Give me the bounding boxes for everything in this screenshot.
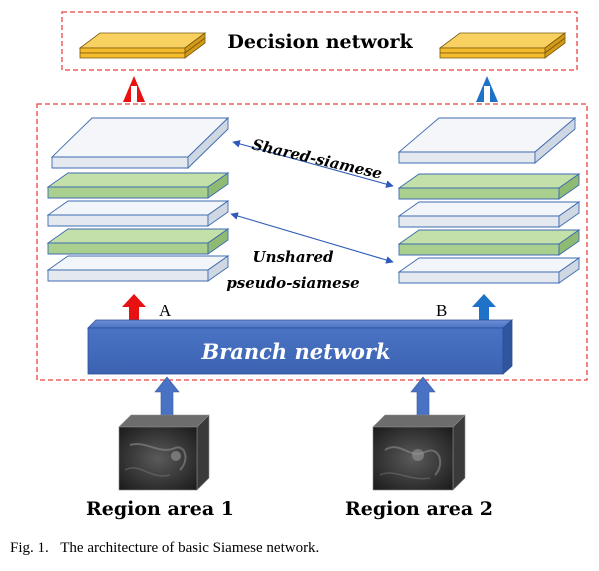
siamese-region-border: [36, 103, 588, 381]
label-b: B: [436, 301, 447, 320]
red-up-arrow-a: [122, 294, 146, 320]
blue-up-arrow-top: [476, 76, 498, 102]
branch-network-box: [87, 319, 514, 375]
input-arrow-left: [154, 376, 180, 419]
unshared-label-line2: pseudo-siamese: [226, 274, 359, 292]
shared-siamese-label: Shared-siamese: [250, 135, 384, 182]
decision-layer-right: [438, 32, 567, 59]
region-area-1-label: Region area 1: [86, 498, 234, 520]
red-up-arrow-top: [123, 76, 145, 102]
region-image-cube-1: [118, 414, 210, 491]
decision-network-label: Decision network: [227, 31, 413, 53]
region-area-2-label: Region area 2: [345, 498, 493, 520]
caption-number: Fig. 1.: [10, 540, 49, 556]
branch-network-label: Branch network: [200, 339, 390, 364]
unshared-siamese-arrow: [230, 212, 394, 264]
left-layer-stack: [46, 116, 230, 282]
shared-siamese-arrow: [232, 140, 394, 188]
caption-text: The architecture of basic Siamese networ…: [60, 540, 320, 556]
blue-up-arrow-b: [472, 294, 496, 320]
decision-region-border: [61, 11, 578, 71]
label-a: A: [159, 301, 172, 320]
right-layer-stack: [397, 117, 581, 284]
region-image-cube-2: [372, 414, 466, 491]
unshared-label-line1: Unshared: [253, 248, 335, 266]
input-arrow-right: [410, 376, 436, 419]
decision-layer-left: [78, 32, 207, 59]
figure-caption: Fig. 1. The architecture of basic Siames…: [10, 540, 319, 557]
